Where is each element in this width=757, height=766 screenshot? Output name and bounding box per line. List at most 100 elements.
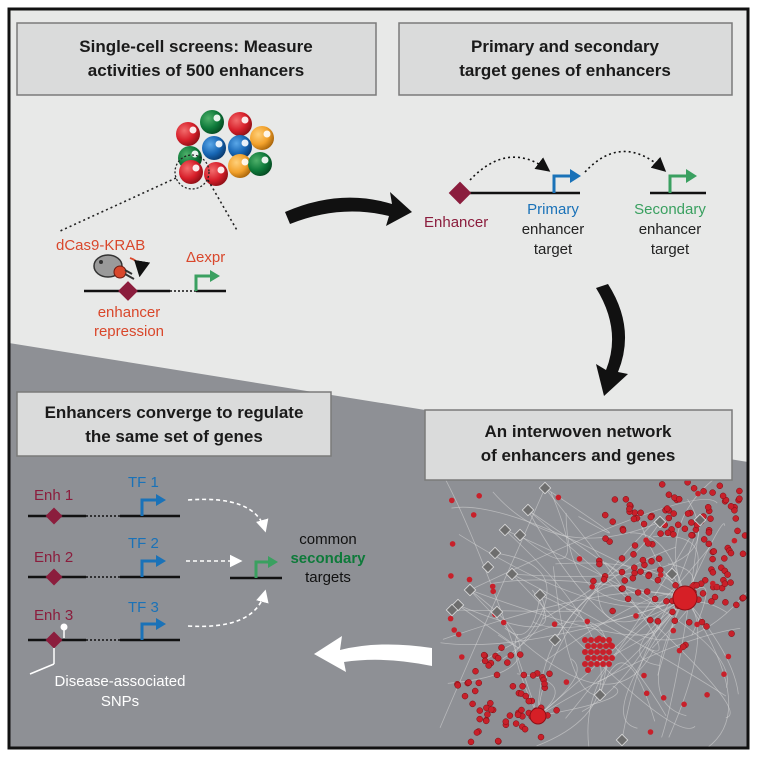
gene-node — [487, 706, 495, 713]
flow-arrow-down — [596, 284, 628, 396]
gene-node — [631, 564, 638, 571]
title-line-1: Enhancers converge to regulate — [45, 403, 304, 422]
hub-gene-node — [672, 585, 698, 611]
gene-node — [465, 679, 472, 686]
network-edge — [599, 662, 656, 722]
gene-node — [504, 659, 511, 666]
title-box-single-cell: Single-cell screens: Measure activities … — [16, 22, 377, 96]
gene-node — [727, 579, 734, 586]
gene-node — [700, 488, 707, 495]
gene-node — [485, 662, 492, 669]
primary-label: Primary — [527, 201, 579, 218]
gene-node — [529, 672, 537, 679]
network-edge — [587, 597, 686, 748]
gene-node — [681, 701, 687, 708]
gene-node — [506, 712, 514, 719]
gene-node — [597, 655, 603, 661]
gene-node — [658, 481, 666, 488]
gene-node — [489, 583, 496, 590]
gene-node — [606, 661, 612, 667]
gene-node — [674, 521, 682, 529]
gene-node — [516, 651, 524, 658]
enhancer-node — [653, 515, 667, 529]
gene-node — [724, 571, 731, 578]
gene-node — [611, 496, 619, 503]
gene-node — [630, 515, 638, 523]
gene-node — [648, 557, 655, 565]
gene-node — [588, 661, 594, 667]
network-edge — [527, 509, 731, 719]
gene-node — [600, 576, 608, 583]
network-edge — [565, 519, 701, 719]
gene-node — [518, 706, 525, 714]
gene-node — [555, 494, 562, 501]
repression-label-line-2: repression — [94, 323, 164, 340]
gene-node — [512, 720, 520, 727]
gene-node — [591, 655, 597, 661]
network-edge — [451, 608, 582, 612]
enhancer-diamond — [118, 281, 138, 301]
gene-node — [600, 649, 606, 655]
gene-node — [601, 511, 609, 519]
converge-schematic: Enh 1 TF 1 Enh 2 TF 2 Enh 3 TF 3 Disease… — [28, 474, 366, 710]
gene-node — [537, 733, 545, 741]
gene-node — [647, 729, 654, 735]
network-edge — [511, 573, 696, 729]
network-edge — [552, 566, 601, 696]
gene-node — [609, 655, 615, 661]
gene-node — [606, 649, 612, 655]
network-edge — [492, 491, 661, 539]
gene-node — [708, 598, 715, 605]
gene-node — [670, 510, 677, 517]
gene-node — [519, 683, 526, 690]
gene-node — [493, 671, 501, 679]
gene-node — [640, 520, 648, 528]
gene-node — [704, 692, 710, 698]
tf2-label: TF 2 — [128, 535, 159, 552]
title-box-primary-secondary: Primary and secondary target genes of en… — [398, 22, 733, 96]
gene-node — [619, 585, 626, 592]
gene-node — [621, 577, 629, 584]
gene-node — [522, 692, 530, 700]
gene-node — [698, 618, 706, 626]
snp-label-line-1: Disease-associated — [55, 673, 186, 690]
enhancer-node — [548, 633, 562, 647]
gene-node — [660, 695, 667, 701]
gene-node — [641, 672, 647, 679]
cell-cluster — [57, 110, 274, 233]
gene-node — [681, 525, 689, 533]
gene-node — [597, 643, 603, 649]
network-edge — [630, 532, 686, 599]
gene-node — [700, 536, 708, 543]
gene-node — [633, 613, 639, 619]
gene-node — [643, 690, 650, 697]
gene-node — [713, 583, 721, 591]
gene-node — [703, 623, 710, 630]
secondary-label-line-2: enhancer — [639, 221, 702, 238]
gene-node — [672, 582, 679, 589]
primary-label-line-2: enhancer — [522, 221, 585, 238]
gene-node — [470, 512, 477, 518]
gene-node — [585, 655, 591, 661]
gene-node — [619, 527, 627, 534]
network-edge — [661, 519, 701, 738]
gene-node — [490, 588, 497, 595]
network-edge — [532, 597, 686, 629]
tf3-label: TF 3 — [128, 599, 159, 616]
gene-node — [594, 649, 600, 655]
gene-node — [707, 515, 714, 522]
gene-node — [584, 618, 591, 625]
gene-node — [654, 576, 662, 584]
gene-node — [626, 505, 633, 513]
gene-node — [563, 679, 570, 685]
network-edge — [469, 499, 718, 591]
gene-node — [675, 495, 683, 503]
gene-node — [722, 599, 729, 606]
primary-promoter-icon — [552, 174, 572, 193]
gene-node — [694, 621, 700, 628]
gene-node — [710, 548, 718, 555]
gene-node — [514, 711, 522, 719]
gene-node — [553, 707, 560, 714]
enhancer-node — [521, 503, 535, 517]
gene-node — [602, 535, 609, 542]
